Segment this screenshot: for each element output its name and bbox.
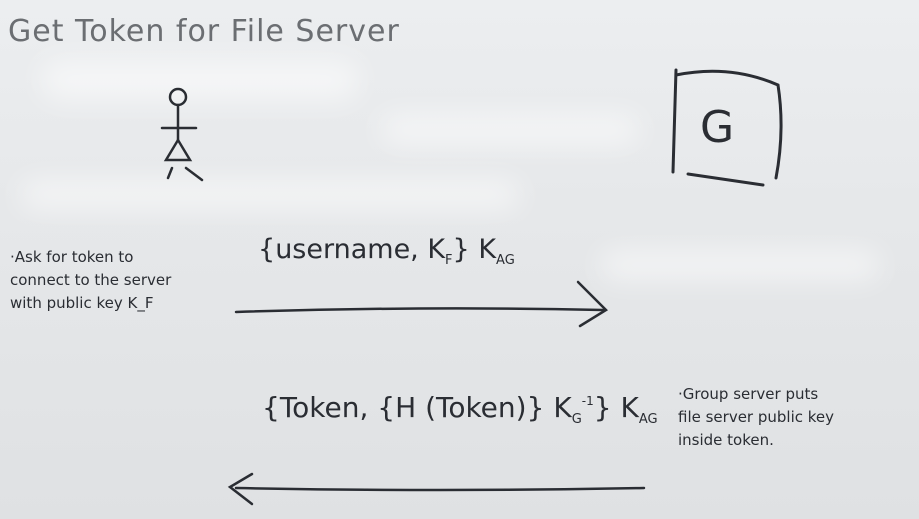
left-annotation-line: connect to the server: [10, 271, 172, 289]
message2-outer-key: K: [620, 391, 639, 424]
response-arrow: [227, 472, 646, 506]
request-arrow: [234, 280, 609, 328]
right-annotation: ·Group server puts file server public ke…: [678, 383, 834, 452]
message2-key-sup: -1: [581, 394, 594, 408]
message1-sub: F: [445, 253, 453, 268]
diagram-title: Get Token for File Server: [8, 14, 400, 49]
group-server-box: [671, 68, 783, 187]
message2-key-sub: G: [571, 412, 582, 427]
request-message: {username, KF} KAG: [258, 234, 515, 268]
message1-text: username, K: [275, 234, 446, 265]
message2-open-brace: {: [262, 391, 280, 424]
right-annotation-line: file server public key: [678, 408, 835, 426]
message1-close-brace: }: [452, 234, 470, 265]
message2-key: K: [553, 391, 572, 424]
left-annotation: ·Ask for token to connect to the server …: [10, 246, 171, 315]
stick-figure-icon: [160, 87, 204, 182]
right-annotation-line: inside token.: [678, 431, 774, 449]
message2-close-brace: }: [593, 391, 612, 424]
message2-outer-sub: AG: [638, 412, 658, 427]
message2-text: Token, {H (Token)}: [279, 391, 545, 424]
group-server-label: G: [700, 102, 735, 153]
left-annotation-line: with public key K_F: [10, 294, 154, 312]
left-annotation-line: ·Ask for token to: [10, 248, 134, 266]
message1-open-brace: {: [258, 234, 276, 265]
right-annotation-line: ·Group server puts: [678, 385, 819, 403]
message1-key-sub: AG: [496, 253, 515, 268]
message1-key: K: [478, 234, 497, 265]
response-message: {Token, {H (Token)} KG-1} KAG: [262, 391, 658, 427]
